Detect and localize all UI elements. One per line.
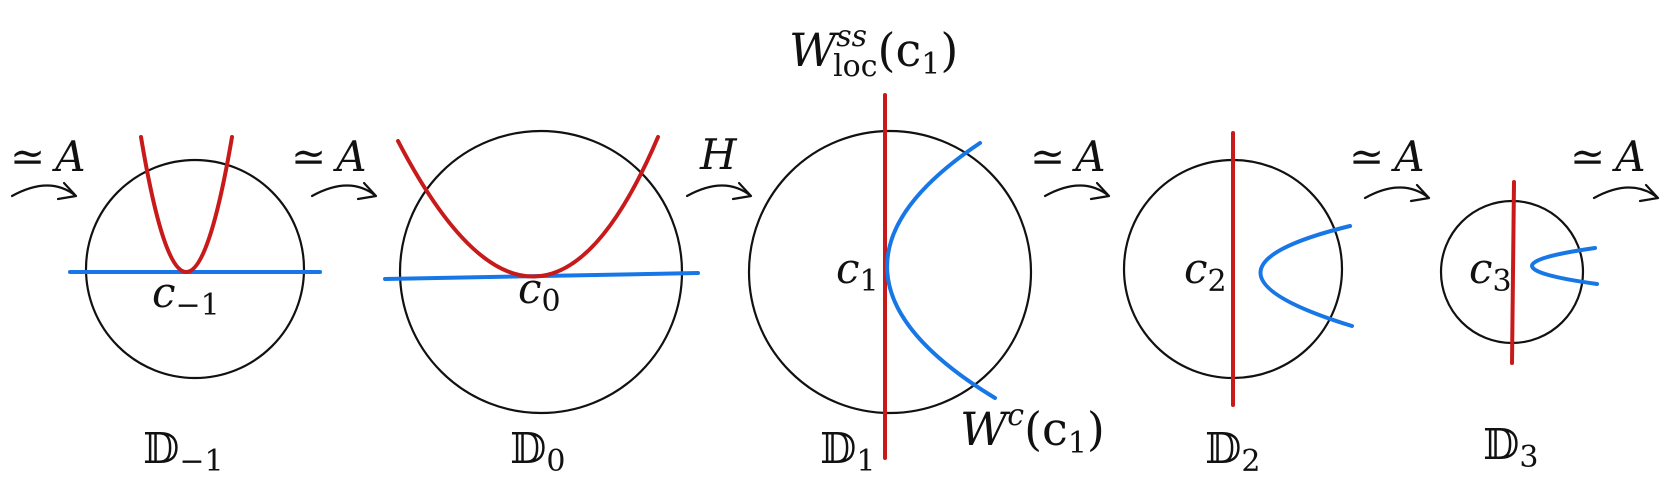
map-arrow-4: ≃A: [1030, 132, 1111, 201]
disk-d0-label: 𝔻0: [510, 424, 566, 479]
disk-d1-blue-center-curve: [885, 141, 997, 400]
curved-arrow-icon: [10, 181, 78, 201]
disk-d-minus1-red-parabola: [139, 135, 234, 274]
disk-d-minus1-center-label: c−1: [152, 268, 220, 323]
map-label-5: ≃A: [1349, 132, 1425, 181]
disk-d3-red-line: [1510, 180, 1516, 365]
curved-arrow-icon: [310, 181, 378, 201]
disk-d2-center-label: c2: [1184, 244, 1227, 299]
curved-arrow-icon: [685, 181, 753, 201]
disk-d3-blue-curve: [1530, 246, 1599, 286]
map-arrow-1: ≃A: [10, 132, 86, 201]
disk-d3: c3 𝔻3: [1439, 180, 1599, 475]
map-label-3: H: [699, 130, 738, 179]
map-arrow-6: ≃A: [1570, 132, 1660, 203]
map-arrow-2: ≃A: [291, 132, 378, 201]
disk-d-minus1-circle: [84, 158, 306, 380]
disk-d-minus1-label: 𝔻−1: [143, 424, 224, 479]
disk-d3-label: 𝔻3: [1483, 420, 1539, 475]
disk-d1-label: 𝔻1: [820, 424, 876, 479]
map-label-6: ≃A: [1570, 132, 1646, 181]
disk-d1-center-label: c1: [836, 244, 879, 299]
disk-d-minus1: c−1 𝔻−1: [68, 135, 322, 479]
disk-d3-center-label: c3: [1469, 244, 1512, 299]
disk-d2-blue-curve: [1258, 224, 1354, 328]
curved-arrow-icon: [1043, 181, 1111, 201]
map-arrow-3: H: [685, 130, 753, 201]
curved-arrow-icon: [1363, 183, 1431, 203]
map-arrow-5: ≃A: [1349, 132, 1431, 203]
disk-d0: c0 𝔻0: [383, 129, 700, 479]
curved-arrow-icon: [1592, 183, 1660, 203]
center-manifold-label: Wc(c1): [960, 398, 1105, 461]
disk-d2: c2 𝔻2: [1122, 131, 1354, 479]
disk-d1-circle: [747, 129, 1033, 415]
disk-d0-red-parabola: [396, 135, 660, 279]
map-label-1: ≃A: [10, 132, 86, 181]
map-label-4: ≃A: [1030, 132, 1106, 181]
disk-d1: c1 𝔻1: [747, 93, 1033, 479]
disk-d0-center-label: c0: [518, 264, 561, 319]
map-label-2: ≃A: [291, 132, 367, 181]
disk-d2-label: 𝔻2: [1205, 424, 1261, 479]
